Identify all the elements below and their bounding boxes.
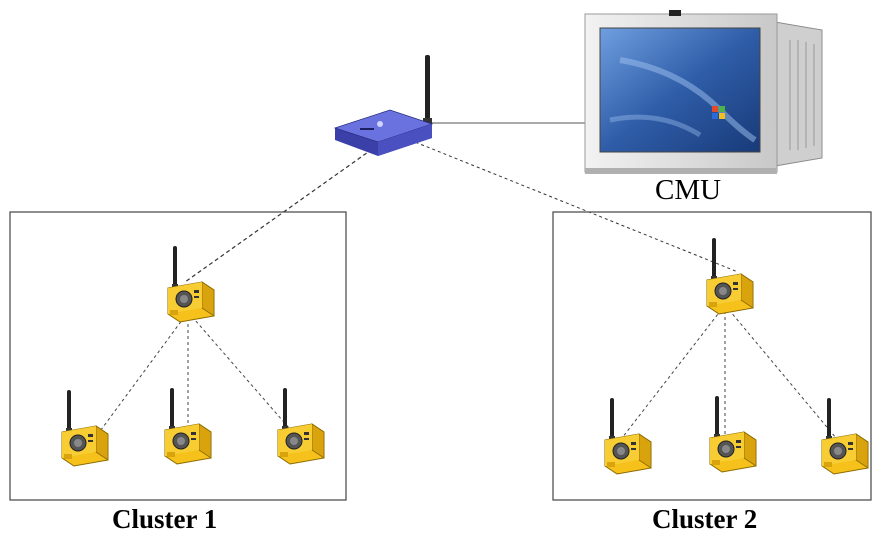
cluster-1-sensor-right-icon: [277, 387, 325, 465]
cluster-2-sensor-right-icon: [821, 397, 869, 475]
cluster-2-sensors: [604, 237, 869, 475]
cluster-2-label: Cluster 2: [652, 504, 758, 534]
wireless-router-icon: [333, 55, 434, 156]
cluster-2-head-sensor-icon: [706, 237, 754, 315]
cluster-1-head-sensor-icon: [167, 245, 215, 323]
cluster-1-sensors: [61, 245, 325, 467]
links: [94, 122, 837, 439]
link-c1-left: [94, 311, 189, 439]
cluster-1-sensor-mid-icon: [164, 387, 212, 465]
cluster-1-box: [9, 211, 347, 501]
cluster-2-box: [552, 211, 872, 501]
link-c2-right: [724, 304, 837, 439]
cmu-computer-icon: [584, 10, 823, 174]
cluster-1-label: Cluster 1: [112, 504, 218, 534]
link-router-cluster1: [184, 144, 379, 283]
cluster-2-sensor-mid-icon: [709, 395, 757, 473]
cmu-label: CMU: [655, 174, 722, 206]
link-c2-left: [621, 304, 726, 439]
link-router-cluster2: [409, 139, 739, 273]
cluster-1-sensor-left-icon: [61, 389, 109, 467]
link-c1-right: [187, 311, 297, 437]
